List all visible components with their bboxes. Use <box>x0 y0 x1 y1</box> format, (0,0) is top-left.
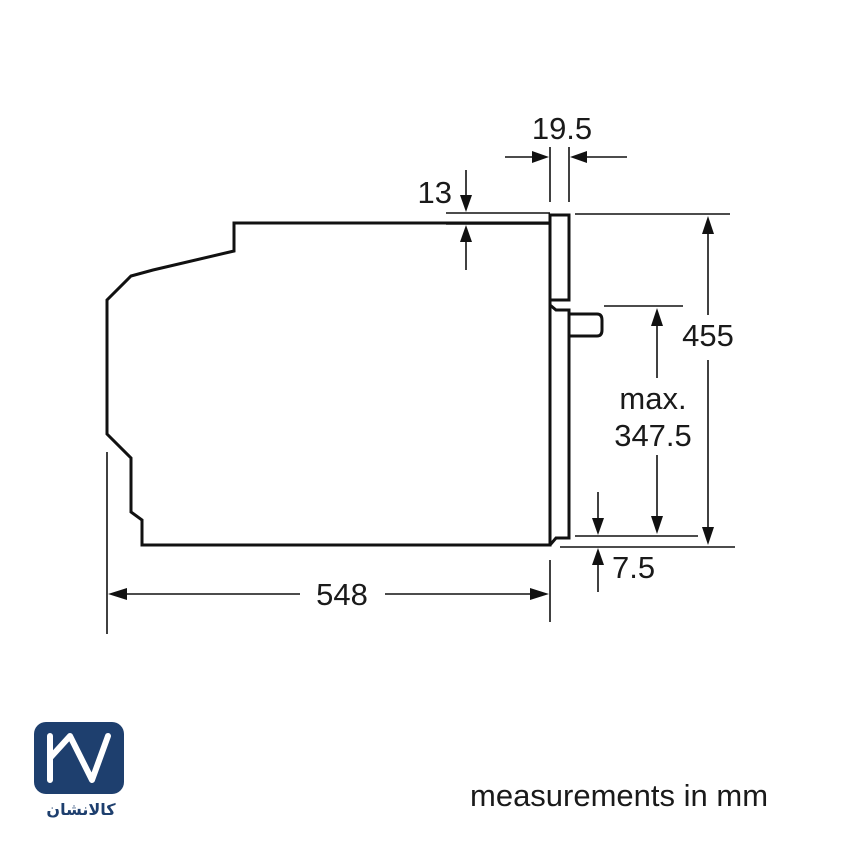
arrow-left-icon <box>108 588 127 600</box>
arrow-up-icon <box>702 216 714 234</box>
arrow-down-icon <box>702 527 714 545</box>
dim-depth: 548 <box>316 577 368 612</box>
arrow-right-icon <box>532 151 549 163</box>
arrow-up-icon <box>460 225 472 242</box>
arrow-right-icon <box>530 588 549 600</box>
units-note: measurements in mm <box>470 778 769 813</box>
dim-bottom-gap: 7.5 <box>612 550 655 585</box>
dim-total-height: 455 <box>682 318 734 353</box>
arrow-left-icon <box>570 151 587 163</box>
oven-door <box>548 303 571 546</box>
arrow-down-icon <box>592 518 604 535</box>
arrow-down-icon <box>460 195 472 212</box>
door-handle <box>569 312 604 338</box>
brand-logo: کالانشان <box>34 722 128 819</box>
dim-panel-width: 19.5 <box>532 111 592 146</box>
arrow-up-icon <box>651 308 663 326</box>
arrow-up-icon <box>592 548 604 565</box>
dim-top-gap: 13 <box>418 175 452 210</box>
dim-max-value: 347.5 <box>614 418 692 453</box>
logo-mark-icon <box>34 722 124 794</box>
oven-body-outline <box>105 221 552 547</box>
arrow-down-icon <box>651 516 663 534</box>
control-panel <box>548 213 571 302</box>
dim-max-label: max. <box>619 381 686 416</box>
logo-wordmark: کالانشان <box>46 800 116 819</box>
